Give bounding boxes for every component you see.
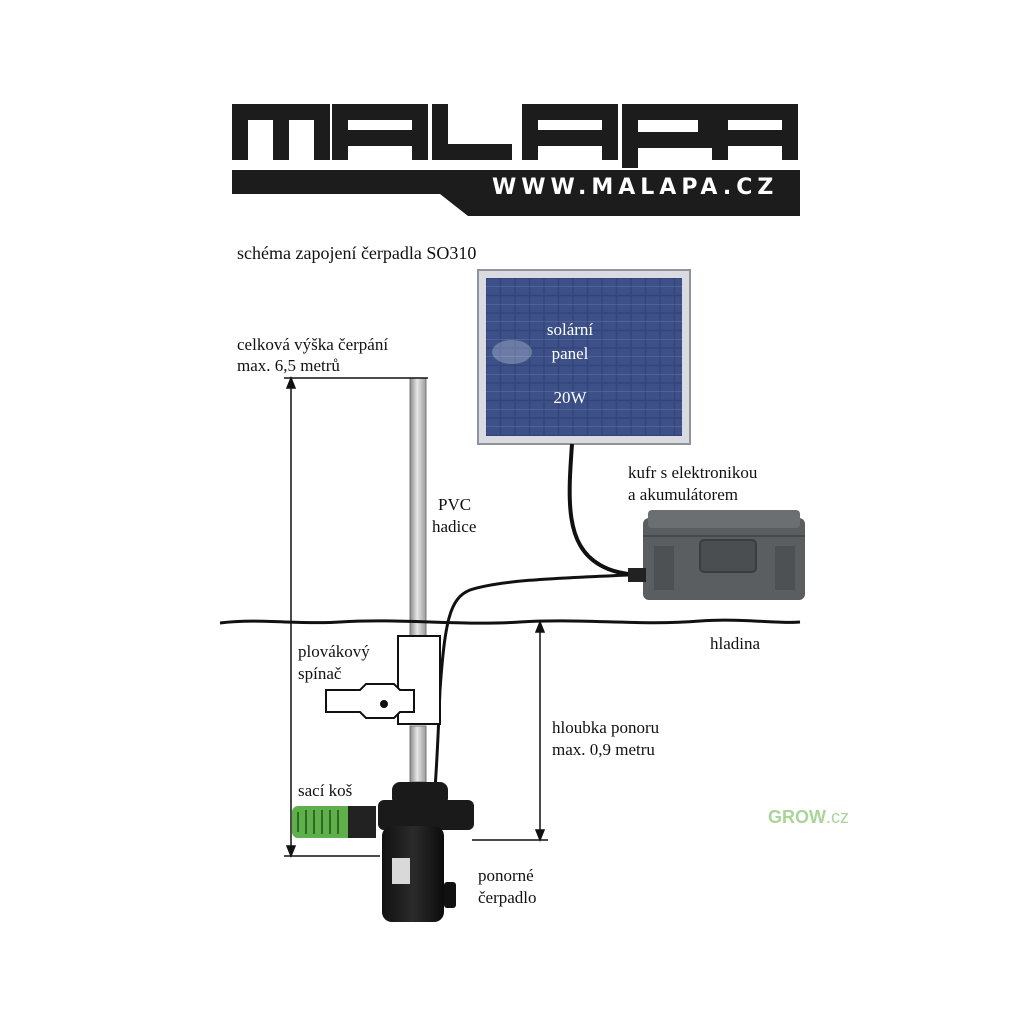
float-switch (325, 635, 441, 725)
watermark-text: GROW (768, 807, 826, 827)
pump-cable (432, 573, 629, 801)
logo-letter-a2 (522, 104, 618, 160)
pump-label-line1: ponorné (478, 866, 534, 885)
logo-letter-a3 (712, 104, 798, 160)
depth-dimension (472, 619, 548, 843)
float-label-line1: plovákový (298, 642, 370, 661)
strainer-label: sací koš (298, 781, 353, 800)
float-label-line2: spínač (298, 664, 342, 683)
panel-label-line1: solární (546, 320, 594, 339)
water-surface (219, 618, 801, 625)
panel-cable (567, 443, 639, 577)
hose-label-line2: hadice (432, 517, 477, 536)
logo-letter-p (622, 104, 714, 168)
logo-url: WWW.MALAPA.CZ (492, 175, 779, 200)
case-label-line2: a akumulátorem (628, 485, 738, 504)
suction-strainer (292, 806, 376, 838)
diagram-title: schéma zapojení čerpadla SO310 (237, 243, 477, 263)
case-label-line1: kufr s elektronikou (628, 463, 758, 482)
depth-label-line1: hloubka ponoru (552, 718, 660, 737)
height-label-line2: max. 6,5 metrů (237, 356, 340, 375)
water-level-label: hladina (710, 634, 761, 653)
height-dimension (284, 375, 428, 859)
solar-panel (477, 269, 691, 445)
hose-label-line1: PVC (438, 495, 472, 514)
logo-letter-a1 (332, 104, 428, 160)
pvc-hose (409, 377, 427, 783)
logo-letter-l (432, 104, 512, 160)
pump-label-line2: čerpadlo (478, 888, 537, 907)
logo-url-bar (232, 170, 800, 216)
depth-label-line2: max. 0,9 metru (552, 740, 655, 759)
watermark-tld: .cz (826, 807, 850, 827)
submersible-pump (378, 782, 474, 922)
panel-label-power: 20W (553, 388, 587, 407)
panel-label-line2: panel (551, 344, 589, 363)
height-label-line1: celková výška čerpání (237, 335, 389, 354)
electronics-case (628, 510, 805, 600)
grow-watermark: GROW.cz (768, 807, 849, 828)
logo-letter-m (232, 104, 330, 160)
malapa-logo (232, 104, 800, 216)
